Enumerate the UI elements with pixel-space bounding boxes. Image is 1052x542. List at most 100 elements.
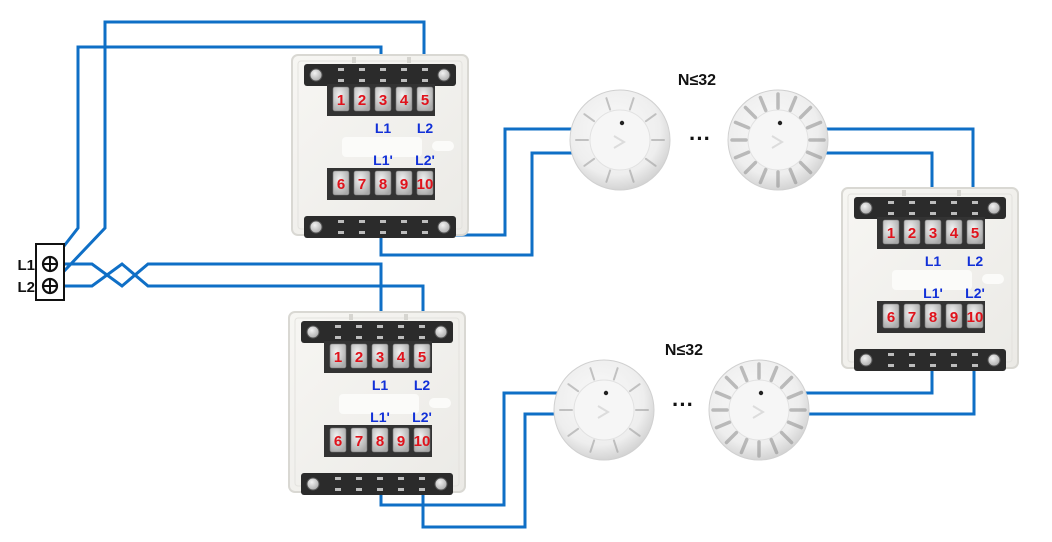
label-l1: L1 <box>372 377 389 393</box>
detector-count-label: N≤32 <box>678 72 716 89</box>
label-l1: L1 <box>375 120 392 136</box>
terminal-7: 7 <box>908 309 916 326</box>
wires <box>48 20 976 529</box>
terminal-9: 9 <box>400 176 408 193</box>
label-l2-prime: L2' <box>965 285 985 301</box>
smoke-detector-icon <box>727 89 829 191</box>
terminal-screw <box>374 86 392 112</box>
terminal-10: 10 <box>414 433 431 450</box>
terminal-screw <box>945 219 963 245</box>
power-label-l1: L1 <box>17 257 35 274</box>
power-label-l2: L2 <box>17 279 35 296</box>
terminal-screw <box>966 219 984 245</box>
terminal-2: 2 <box>908 225 916 242</box>
terminal-8: 8 <box>929 309 937 326</box>
terminal-strip-bar <box>854 197 1006 219</box>
terminal-screw <box>353 86 371 112</box>
label-l2-prime: L2' <box>412 409 432 425</box>
terminal-screw <box>924 219 942 245</box>
terminal-10: 10 <box>967 309 984 326</box>
chain-top: N≤32 ··· <box>569 72 829 191</box>
terminal-8: 8 <box>379 176 387 193</box>
terminal-6: 6 <box>887 309 895 326</box>
screw-terminal-icon <box>41 277 59 295</box>
terminal-7: 7 <box>355 433 363 450</box>
terminal-screw <box>350 427 368 453</box>
terminal-7: 7 <box>358 176 366 193</box>
terminal-8: 8 <box>376 433 384 450</box>
terminal-3: 3 <box>929 225 937 242</box>
terminal-6: 6 <box>334 433 342 450</box>
terminal-screw <box>924 303 942 329</box>
smoke-detector-icon <box>708 359 810 461</box>
wire-power-l2-to-top-module <box>48 20 426 288</box>
terminal-screw <box>371 343 389 369</box>
terminal-screw <box>413 343 431 369</box>
terminal-screw <box>416 86 434 112</box>
terminal-screw <box>353 170 371 196</box>
terminal-3: 3 <box>376 349 384 366</box>
terminal-screw <box>882 303 900 329</box>
label-l1-prime: L1' <box>370 409 390 425</box>
ellipsis: ··· <box>689 126 711 151</box>
terminal-strip-bar <box>301 473 453 495</box>
terminal-screw <box>329 343 347 369</box>
terminal-5: 5 <box>418 349 426 366</box>
terminal-screw <box>416 170 434 196</box>
terminal-4: 4 <box>950 225 959 242</box>
wire-power-l2-to-bottom-module <box>64 262 425 348</box>
terminal-1: 1 <box>337 92 345 109</box>
label-l1-prime: L1' <box>923 285 943 301</box>
label-l2: L2 <box>417 120 434 136</box>
terminal-screw <box>966 303 984 329</box>
terminal-strip-bar <box>301 321 453 343</box>
terminal-screw <box>395 86 413 112</box>
terminal-strip-bar <box>304 64 456 86</box>
terminal-screw <box>903 303 921 329</box>
label-l2-prime: L2' <box>415 152 435 168</box>
terminal-9: 9 <box>397 433 405 450</box>
chain-bottom: N≤32 ··· <box>553 342 810 461</box>
smoke-detector-icon <box>569 89 671 191</box>
label-l2: L2 <box>967 253 984 269</box>
terminal-1: 1 <box>334 349 342 366</box>
terminal-screw <box>395 170 413 196</box>
terminal-4: 4 <box>397 349 406 366</box>
terminal-2: 2 <box>358 92 366 109</box>
terminal-strip-bar <box>304 216 456 238</box>
terminal-screw <box>392 427 410 453</box>
terminal-5: 5 <box>971 225 979 242</box>
terminal-1: 1 <box>887 225 895 242</box>
terminal-screw <box>903 219 921 245</box>
screw-terminal-icon <box>41 255 59 273</box>
wire-bottom-module-l2p-to-detector <box>421 412 558 529</box>
terminal-strip-bar <box>854 349 1006 371</box>
terminal-screw <box>329 427 347 453</box>
terminal-screw <box>371 427 389 453</box>
terminal-screw <box>392 343 410 369</box>
label-l2: L2 <box>414 377 431 393</box>
terminal-screw <box>413 427 431 453</box>
terminal-2: 2 <box>355 349 363 366</box>
terminal-screw <box>882 219 900 245</box>
terminal-10: 10 <box>417 176 434 193</box>
label-l1: L1 <box>925 253 942 269</box>
terminal-screw <box>350 343 368 369</box>
terminal-4: 4 <box>400 92 409 109</box>
terminal-9: 9 <box>950 309 958 326</box>
power-terminal-block: L1 L2 <box>17 243 65 301</box>
smoke-detector-icon <box>553 359 655 461</box>
terminal-screw <box>374 170 392 196</box>
detector-count-label: N≤32 <box>665 342 703 359</box>
terminal-screw <box>332 86 350 112</box>
ellipsis: ··· <box>672 392 694 417</box>
terminal-5: 5 <box>421 92 429 109</box>
terminal-3: 3 <box>379 92 387 109</box>
terminal-screw <box>945 303 963 329</box>
label-l1-prime: L1' <box>373 152 393 168</box>
terminal-6: 6 <box>337 176 345 193</box>
